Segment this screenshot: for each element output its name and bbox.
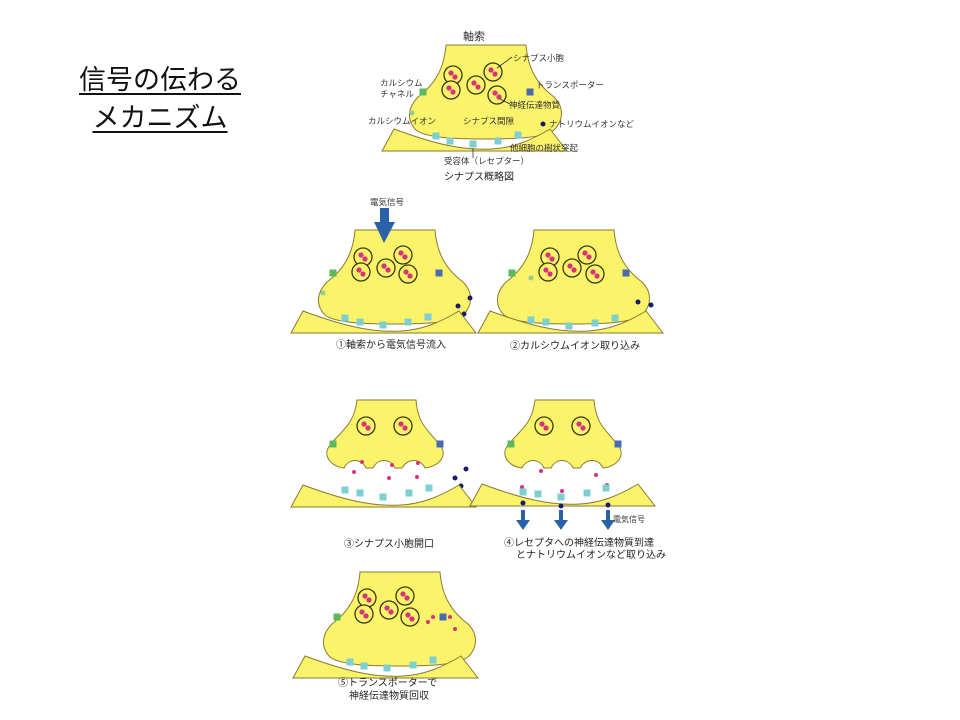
title-line-2: メカニズム bbox=[92, 103, 228, 134]
sodium-ion-icon bbox=[540, 121, 546, 127]
step-1-caption: ①軸索から電気信号流入 bbox=[336, 338, 446, 351]
step-1-diagram: 電気信号 ①軸索から電気信号流入 bbox=[290, 197, 477, 351]
step-4-diagram: 電気信号 ④レセプタへの神経伝達物質到達 とナトリウムイオンなど取り込み bbox=[469, 399, 666, 561]
step-3-diagram: ③シナプス小胞開口 bbox=[290, 399, 477, 550]
transporter-label: トランスポーター bbox=[536, 81, 604, 91]
calcium-ion-icon bbox=[409, 110, 415, 116]
neurotransmitter-label: 神経伝達物質 bbox=[509, 100, 561, 111]
step-5-caption-line1: ⑤トランスポーターで bbox=[338, 677, 437, 689]
signal-arrow-icon bbox=[380, 208, 389, 230]
dendrite-label: 他細胞の樹状突起 bbox=[510, 143, 579, 154]
overview-caption: シナプス概略図 bbox=[444, 170, 514, 183]
step-3-caption: ③シナプス小胞開口 bbox=[344, 538, 434, 550]
calcium-channel-label: カルシウム bbox=[380, 79, 423, 89]
svg-text:チャネル: チャネル bbox=[380, 90, 414, 100]
electric-signal-label-2: 電気信号 bbox=[613, 514, 645, 524]
step-2-caption: ②カルシウムイオン取り込み bbox=[510, 340, 640, 352]
vesicle-label: シナプス小胞 bbox=[513, 53, 565, 64]
signal-arrows-icon bbox=[516, 510, 615, 530]
step-5-caption-line2: 神経伝達物質回収 bbox=[349, 689, 429, 702]
synaptic-cleft-label: シナプス間隙 bbox=[463, 116, 515, 127]
calcium-ion-label: カルシウムイオン bbox=[368, 117, 436, 127]
sodium-ion-label: ナトリウムイオンなど bbox=[549, 120, 635, 130]
receptor-label: 受容体（レセプター） bbox=[444, 156, 529, 167]
calcium-channel-icon bbox=[419, 88, 427, 96]
title-line-1: 信号の伝わる bbox=[79, 65, 241, 96]
step-4-caption-line1: ④レセプタへの神経伝達物質到達 bbox=[504, 536, 654, 549]
step-5-diagram: ⑤トランスポーターで 神経伝達物質回収 bbox=[292, 571, 479, 702]
step-2-diagram: ②カルシウムイオン取り込み bbox=[477, 229, 664, 352]
transporter-icon bbox=[526, 88, 534, 96]
overview-diagram: 軸索 シナプス小胞 カルシウム チャネル トランスポーター 神経伝達物質 カルシ… bbox=[368, 29, 635, 183]
electric-signal-label: 電気信号 bbox=[370, 197, 404, 208]
step-4-caption-line2: とナトリウムイオンなど取り込み bbox=[516, 549, 666, 561]
axon-label: 軸索 bbox=[463, 29, 485, 43]
